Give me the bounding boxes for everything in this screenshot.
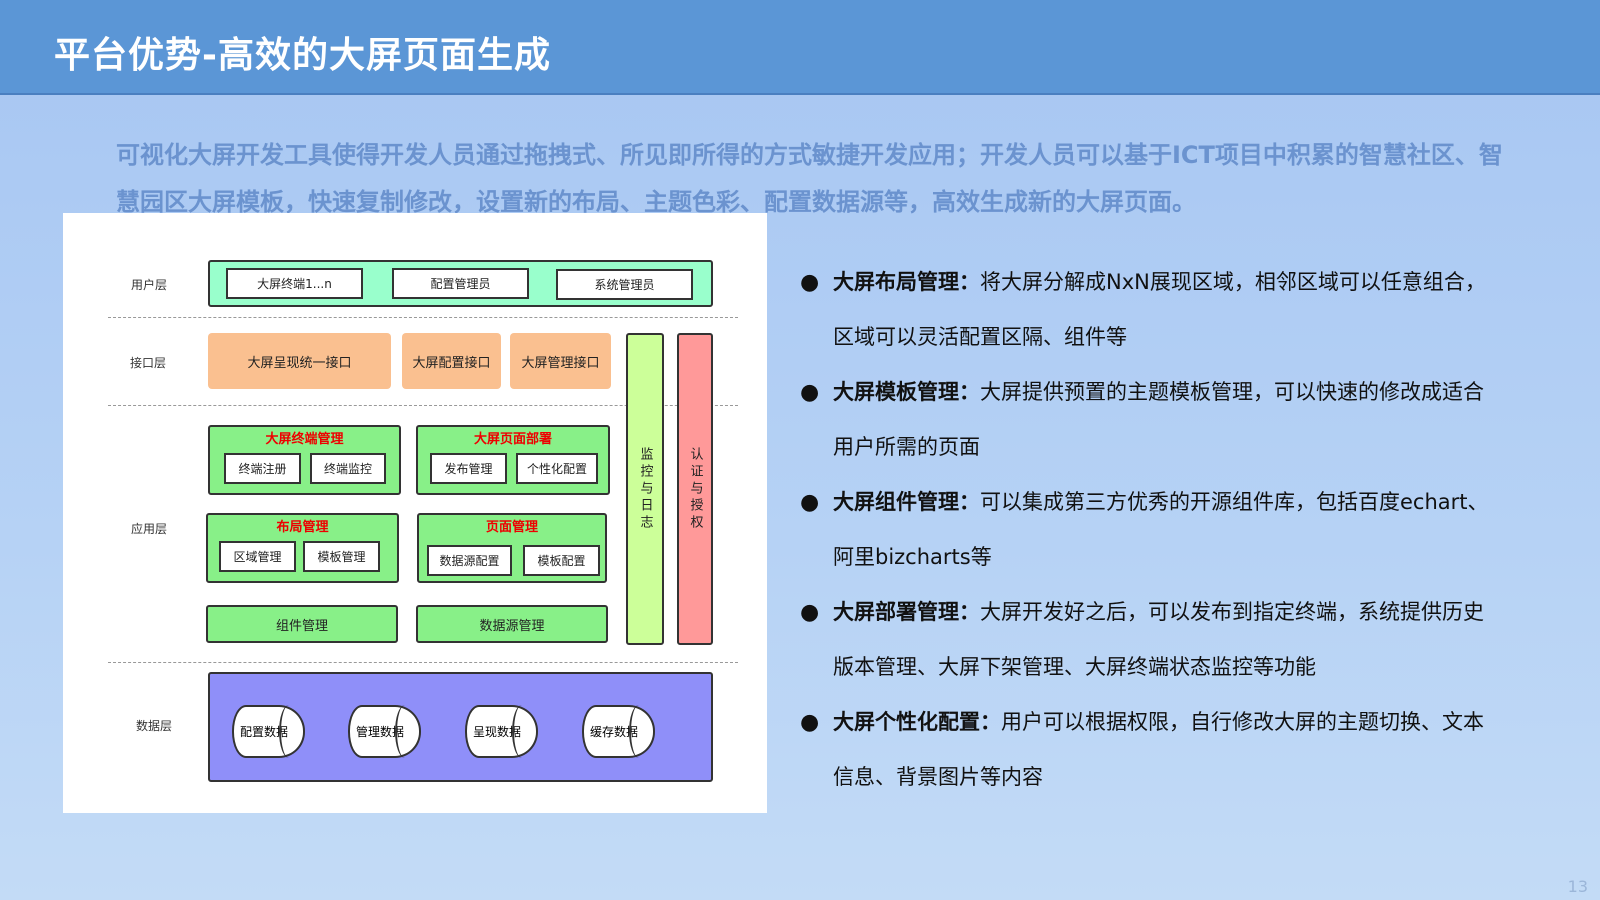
divider	[108, 662, 738, 663]
list-item: ● 大屏个性化配置：用户可以根据权限，自行修改大屏的主题切换、文本信息、背景图片等…	[800, 695, 1500, 805]
interface-manage: 大屏管理接口	[510, 333, 611, 389]
bullet-icon: ●	[800, 380, 820, 405]
list-item: ● 大屏部署管理：大屏开发好之后，可以发布到指定终端，系统提供历史版本管理、大屏下…	[800, 585, 1500, 695]
item: 个性化配置	[516, 453, 598, 484]
item: 模板配置	[523, 545, 600, 576]
list-item: ● 大屏布局管理：将大屏分解成NxN展现区域，相邻区域可以任意组合，区域可以灵活配…	[800, 255, 1500, 365]
interface-config: 大屏配置接口	[402, 333, 501, 389]
layer-label-interface: 接口层	[130, 356, 167, 370]
group-layout-mgmt: 布局管理 区域管理 模板管理	[206, 513, 399, 583]
group-title: 布局管理	[276, 520, 329, 535]
feature-list: ● 大屏布局管理：将大屏分解成NxN展现区域，相邻区域可以任意组合，区域可以灵活配…	[800, 255, 1500, 805]
item-text: 大屏开发好之后，可以发布到指定终端，系统提供历史版本管理、大屏下架管理、大屏终端…	[833, 600, 1484, 679]
component-mgmt: 组件管理	[206, 605, 398, 643]
item-heading: 大屏模板管理：	[833, 380, 980, 404]
group-page-mgmt: 页面管理 数据源配置 模板配置	[417, 513, 607, 583]
item-heading: 大屏个性化配置：	[833, 710, 1001, 734]
layer-label-data: 数据层	[136, 719, 173, 733]
item-text: 可以集成第三方优秀的开源组件库，包括百度echart、阿里bizcharts等	[833, 490, 1489, 569]
item: 终端监控	[310, 453, 386, 484]
bullet-icon: ●	[800, 600, 820, 625]
item-heading: 大屏布局管理：	[833, 270, 980, 294]
group-title: 页面管理	[485, 520, 538, 535]
item-heading: 大屏组件管理：	[833, 490, 980, 514]
item: 区域管理	[219, 541, 296, 572]
list-item: ● 大屏组件管理：可以集成第三方优秀的开源组件库，包括百度echart、阿里biz…	[800, 475, 1500, 585]
title-bar: 平台优势-高效的大屏页面生成	[0, 0, 1600, 95]
auth-bar: 认证与授权	[677, 333, 713, 645]
divider	[108, 317, 738, 318]
user-system-admin: 系统管理员	[556, 269, 693, 300]
data-cylinder: 配置数据	[232, 705, 305, 758]
interface-unified: 大屏呈现统一接口	[208, 333, 391, 389]
bullet-icon: ●	[800, 490, 820, 515]
divider	[108, 405, 738, 406]
user-config-admin: 配置管理员	[392, 268, 529, 299]
intro-text: 可视化大屏开发工具使得开发人员通过拖拽式、所见即所得的方式敏捷开发应用；开发人员…	[116, 141, 1503, 216]
item-text: 将大屏分解成NxN展现区域，相邻区域可以任意组合，区域可以灵活配置区隔、组件等	[833, 270, 1486, 349]
item: 模板管理	[303, 541, 380, 572]
item-text: 大屏提供预置的主题模板管理，可以快速的修改成适合用户所需的页面	[833, 380, 1484, 459]
data-cylinder: 缓存数据	[582, 705, 655, 758]
item-text: 用户可以根据权限，自行修改大屏的主题切换、文本信息、背景图片等内容	[833, 710, 1484, 789]
bullet-icon: ●	[800, 270, 820, 295]
item: 发布管理	[430, 453, 507, 484]
item: 终端注册	[224, 453, 301, 484]
data-cylinder: 呈现数据	[465, 705, 538, 758]
layer-label-user: 用户层	[131, 278, 168, 292]
datasource-mgmt: 数据源管理	[416, 605, 608, 643]
item: 数据源配置	[427, 545, 512, 576]
group-page-deploy: 大屏页面部署 发布管理 个性化配置	[416, 425, 610, 495]
group-terminal-mgmt: 大屏终端管理 终端注册 终端监控	[208, 425, 401, 495]
monitor-log-bar: 监控与日志	[626, 333, 664, 645]
bullet-icon: ●	[800, 710, 820, 735]
user-terminal: 大屏终端1...n	[226, 268, 363, 299]
group-title: 大屏终端管理	[265, 432, 344, 447]
page-title: 平台优势-高效的大屏页面生成	[54, 35, 551, 76]
group-title: 大屏页面部署	[473, 432, 552, 447]
architecture-diagram: 用户层 接口层 应用层 数据层 大屏终端1...n 配置管理员 系统管理员 大屏…	[63, 213, 767, 813]
layer-label-app: 应用层	[131, 522, 168, 536]
page-number: 13	[1567, 877, 1588, 896]
item-heading: 大屏部署管理：	[833, 600, 980, 624]
list-item: ● 大屏模板管理：大屏提供预置的主题模板管理，可以快速的修改成适合用户所需的页面	[800, 365, 1500, 475]
data-cylinder: 管理数据	[348, 705, 421, 758]
